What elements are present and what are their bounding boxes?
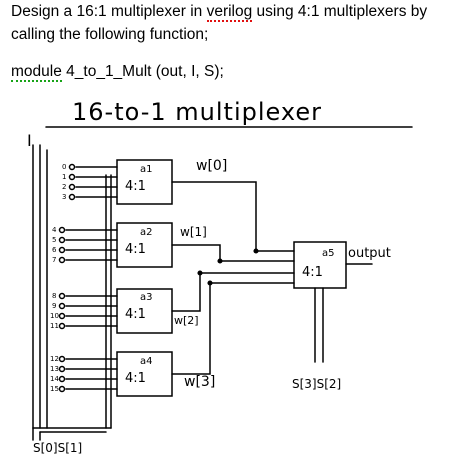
question-line-1: Design a 16:1 multiplexer in verilog usi… (11, 3, 428, 22)
input-13-label: 13 (50, 365, 59, 373)
input-bus-label: I (27, 131, 32, 150)
mux-a1-name: a1 (140, 164, 153, 175)
mux-a1-ratio: 4:1 (125, 179, 146, 194)
module-word: module (11, 63, 62, 82)
mux-a3-name: a3 (140, 292, 153, 303)
wire-w1-label: w[1] (180, 225, 207, 239)
input-2-label: 2 (62, 183, 66, 191)
input-12-label: 12 (50, 355, 59, 363)
mux-a4-name: a4 (140, 356, 153, 367)
input-1-label: 1 (62, 173, 66, 181)
input-5-label: 5 (52, 236, 56, 244)
mux-a5-ratio: 4:1 (302, 265, 323, 280)
input-8-label: 8 (52, 292, 56, 300)
output-label: output (348, 246, 391, 261)
mux-a5-box (293, 241, 347, 289)
question-line-3: module 4_to_1_Mult (out, I, S); (11, 63, 224, 82)
input-6-label: 6 (52, 246, 57, 254)
mux-a3-ratio: 4:1 (125, 307, 146, 322)
input-7-label: 7 (52, 256, 56, 264)
question-line-2: calling the following function; (11, 26, 209, 43)
input-15-label: 15 (50, 385, 59, 393)
wire-w0-label: w[0] (196, 158, 227, 174)
select-low-label: S[0]S[1] (33, 441, 82, 455)
input-3-label: 3 (62, 193, 66, 201)
wire-w2-label: w[2] (174, 314, 199, 327)
input-9-label: 9 (52, 302, 56, 310)
input-4-label: 4 (52, 226, 57, 234)
input-14-label: 14 (50, 375, 59, 383)
mux-a2-ratio: 4:1 (125, 242, 146, 257)
mux-a2-name: a2 (140, 227, 153, 238)
select-high-label: S[3]S[2] (292, 377, 341, 391)
diagram-title: 16-to-1 multiplexer (72, 98, 322, 126)
mux-a4-ratio: 4:1 (125, 371, 146, 386)
input-0-label: 0 (62, 163, 66, 171)
input-10-label: 10 (50, 312, 59, 320)
verilog-word: verilog (206, 3, 253, 22)
mux-a5-name: a5 (322, 248, 335, 259)
input-11-label: 11 (50, 322, 59, 330)
wire-w3-label: w[3] (184, 374, 215, 390)
